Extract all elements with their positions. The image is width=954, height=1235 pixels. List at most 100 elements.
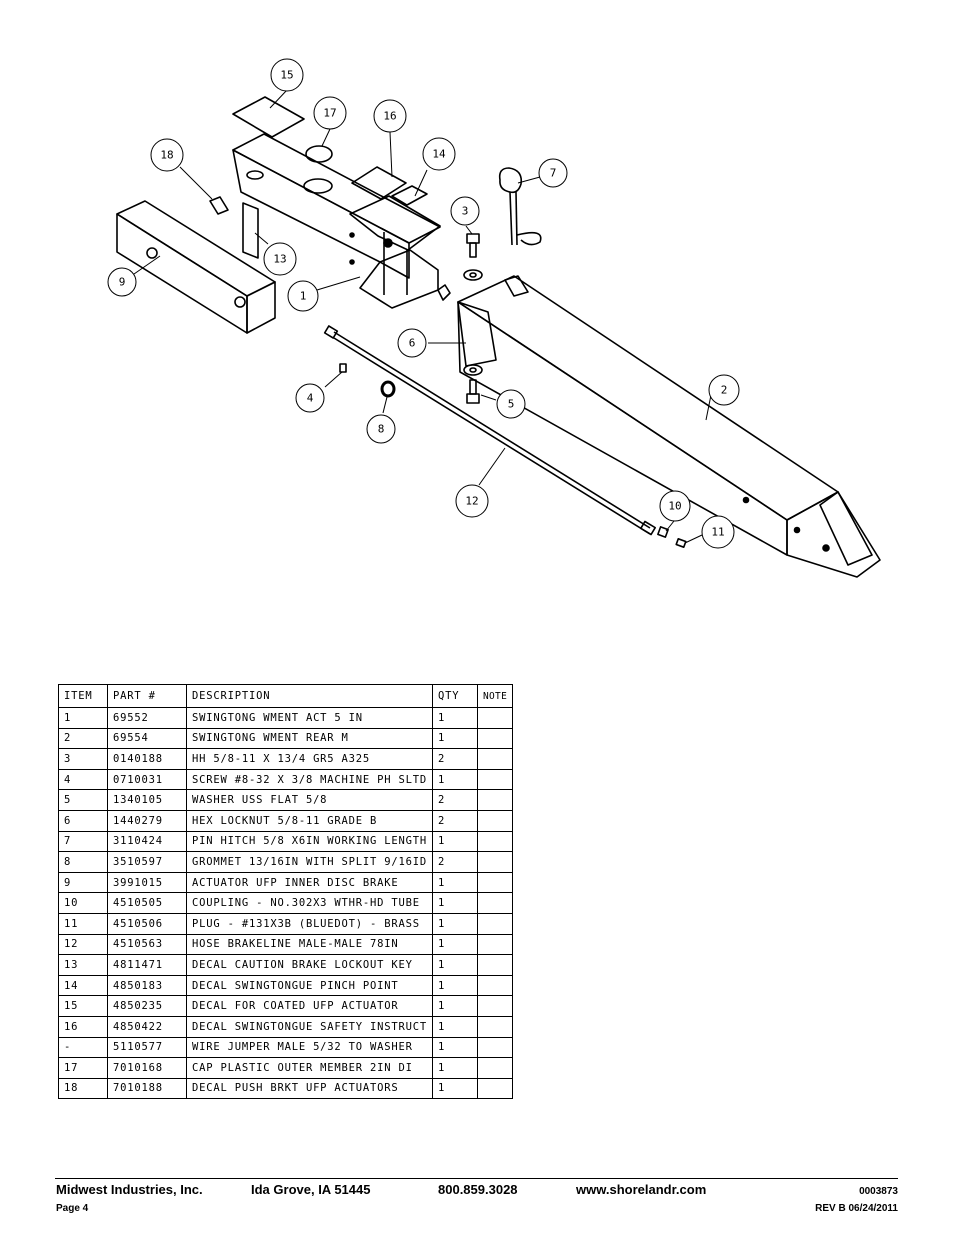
header-part-number: PART #: [107, 684, 187, 708]
svg-text:2: 2: [721, 384, 728, 397]
part-1-actuator-weldment: [232, 133, 441, 309]
description-cell: ACTUATOR UFP INNER DISC BRAKE: [185, 871, 434, 894]
header-item: ITEM: [58, 684, 108, 708]
qty-cell: 1: [432, 727, 479, 750]
footer-phone: 800.859.3028: [438, 1182, 518, 1197]
part-number-cell: 4850235: [107, 995, 187, 1017]
svg-text:11: 11: [711, 526, 724, 539]
item-cell: 2: [58, 727, 108, 750]
note-cell: [477, 871, 514, 894]
note-cell: [477, 1057, 514, 1079]
note-cell: [477, 851, 514, 873]
qty-cell: 2: [432, 809, 479, 832]
note-cell: [477, 727, 514, 750]
svg-text:18: 18: [160, 149, 173, 162]
description-cell: CAP PLASTIC OUTER MEMBER 2IN DI: [185, 1057, 434, 1079]
description-cell: SCREW #8-32 X 3/8 MACHINE PH SLTD: [185, 768, 434, 791]
qty-cell: 1: [432, 768, 479, 791]
part-number-cell: 69552: [107, 707, 187, 729]
part-number-cell: 0710031: [107, 768, 187, 791]
svg-text:9: 9: [119, 276, 126, 289]
part-number-cell: 69554: [107, 727, 187, 750]
footer-location: Ida Grove, IA 51445: [251, 1182, 371, 1197]
qty-cell: 2: [432, 748, 479, 770]
part-5-washer: [463, 364, 483, 404]
part-number-cell: 7010168: [107, 1057, 187, 1079]
part-number-cell: 1340105: [107, 789, 187, 811]
part-number-cell: 3110424: [107, 830, 187, 853]
header-qty: QTY: [432, 684, 479, 708]
part-number-cell: 4811471: [107, 954, 187, 976]
note-cell: [477, 707, 514, 729]
item-cell: 5: [58, 789, 108, 811]
part-number-cell: 0140188: [107, 748, 187, 770]
note-cell: [477, 1015, 514, 1038]
part-number-cell: 1440279: [107, 809, 187, 832]
svg-text:10: 10: [668, 500, 681, 513]
callout-9: 9: [107, 267, 137, 297]
callout-10: 10: [659, 490, 691, 522]
svg-text:7: 7: [550, 167, 557, 180]
item-cell: 1: [58, 707, 108, 729]
qty-cell: 1: [432, 892, 479, 914]
item-cell: 13: [58, 954, 108, 976]
note-cell: [477, 974, 514, 997]
qty-cell: 1: [432, 912, 479, 935]
svg-text:4: 4: [307, 392, 314, 405]
part-number-cell: 7010188: [107, 1077, 187, 1100]
callout-17: 17: [313, 96, 347, 130]
header-description: DESCRIPTION: [185, 684, 434, 708]
item-cell: 11: [58, 912, 108, 935]
description-cell: SWINGTONG WMENT REAR M: [185, 727, 434, 750]
qty-cell: 1: [432, 1057, 479, 1079]
svg-text:8: 8: [378, 423, 385, 436]
footer-revision: REV B 06/24/2011: [815, 1203, 898, 1214]
item-cell: 14: [58, 974, 108, 997]
part-4-screw: [339, 363, 347, 373]
callout-13: 13: [263, 242, 297, 276]
note-cell: [477, 748, 514, 770]
note-cell: [477, 995, 514, 1017]
item-cell: 10: [58, 892, 108, 914]
callout-5: 5: [496, 389, 526, 419]
svg-text:14: 14: [432, 148, 446, 161]
decal-13-shape: [242, 202, 259, 259]
qty-cell: 1: [432, 974, 479, 997]
description-cell: GROMMET 13/16IN WITH SPLIT 9/16ID: [185, 851, 434, 873]
decal-14-shape: [391, 185, 428, 206]
part-7-pin-hitch: [498, 167, 542, 246]
svg-text:13: 13: [273, 253, 286, 266]
svg-text:17: 17: [323, 107, 336, 120]
callout-7: 7: [538, 158, 568, 188]
note-cell: [477, 830, 514, 853]
callout-11: 11: [701, 515, 735, 549]
qty-cell: 1: [432, 933, 479, 956]
description-cell: HEX LOCKNUT 5/8-11 GRADE B: [185, 809, 434, 832]
description-cell: DECAL PUSH BRKT UFP ACTUATORS: [185, 1077, 434, 1100]
svg-text:16: 16: [383, 110, 396, 123]
part-number-cell: 4510563: [107, 933, 187, 956]
part-11-plug: [675, 538, 687, 548]
footer-doc-number: 0003873: [859, 1186, 898, 1197]
description-cell: SWINGTONG WMENT ACT 5 IN: [185, 707, 434, 729]
callout-14: 14: [422, 137, 456, 171]
callout-2: 2: [708, 374, 740, 406]
qty-cell: 2: [432, 789, 479, 811]
description-cell: DECAL SWINGTONGUE SAFETY INSTRUCT: [185, 1015, 434, 1038]
qty-cell: 1: [432, 1015, 479, 1038]
footer-website: www.shorelandr.com: [576, 1182, 707, 1197]
part-6-locknut: [437, 284, 451, 301]
description-cell: PIN HITCH 5/8 X6IN WORKING LENGTH: [185, 830, 434, 853]
